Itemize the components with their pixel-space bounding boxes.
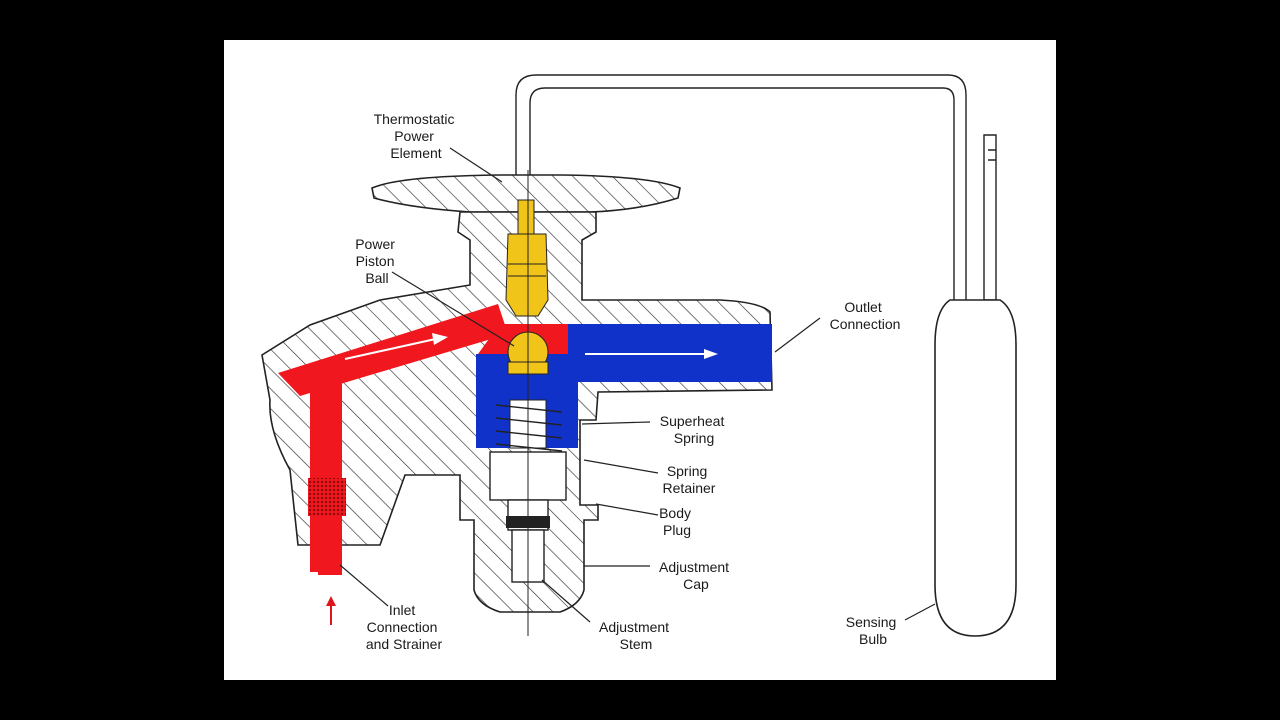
label-superheat-spring: Superheat Spring bbox=[660, 413, 729, 446]
high-pressure-passage bbox=[278, 304, 568, 575]
label-adjustment-stem: Adjustment Stem bbox=[599, 619, 673, 652]
strainer-mesh bbox=[308, 478, 346, 516]
power-pin bbox=[505, 199, 549, 317]
label-body-plug: Body Plug bbox=[659, 505, 695, 538]
label-spring-retainer: Spring Retainer bbox=[663, 463, 716, 496]
adjustment-assembly bbox=[489, 170, 567, 636]
label-sensing-bulb: Sensing Bulb bbox=[846, 614, 900, 647]
label-outlet-connection: Outlet Connection bbox=[830, 299, 901, 332]
capillary-tube bbox=[515, 74, 967, 300]
label-thermostatic-power-element: Thermostatic Power Element bbox=[374, 111, 459, 161]
label-inlet-connection: Inlet Connection and Strainer bbox=[366, 602, 443, 652]
inlet-arrow bbox=[326, 596, 336, 625]
label-power-piston-ball: Power Piston Ball bbox=[355, 236, 399, 286]
leader-lines bbox=[339, 147, 936, 623]
sensing-bulb bbox=[934, 134, 1017, 637]
label-adjustment-cap: Adjustment Cap bbox=[659, 559, 733, 592]
